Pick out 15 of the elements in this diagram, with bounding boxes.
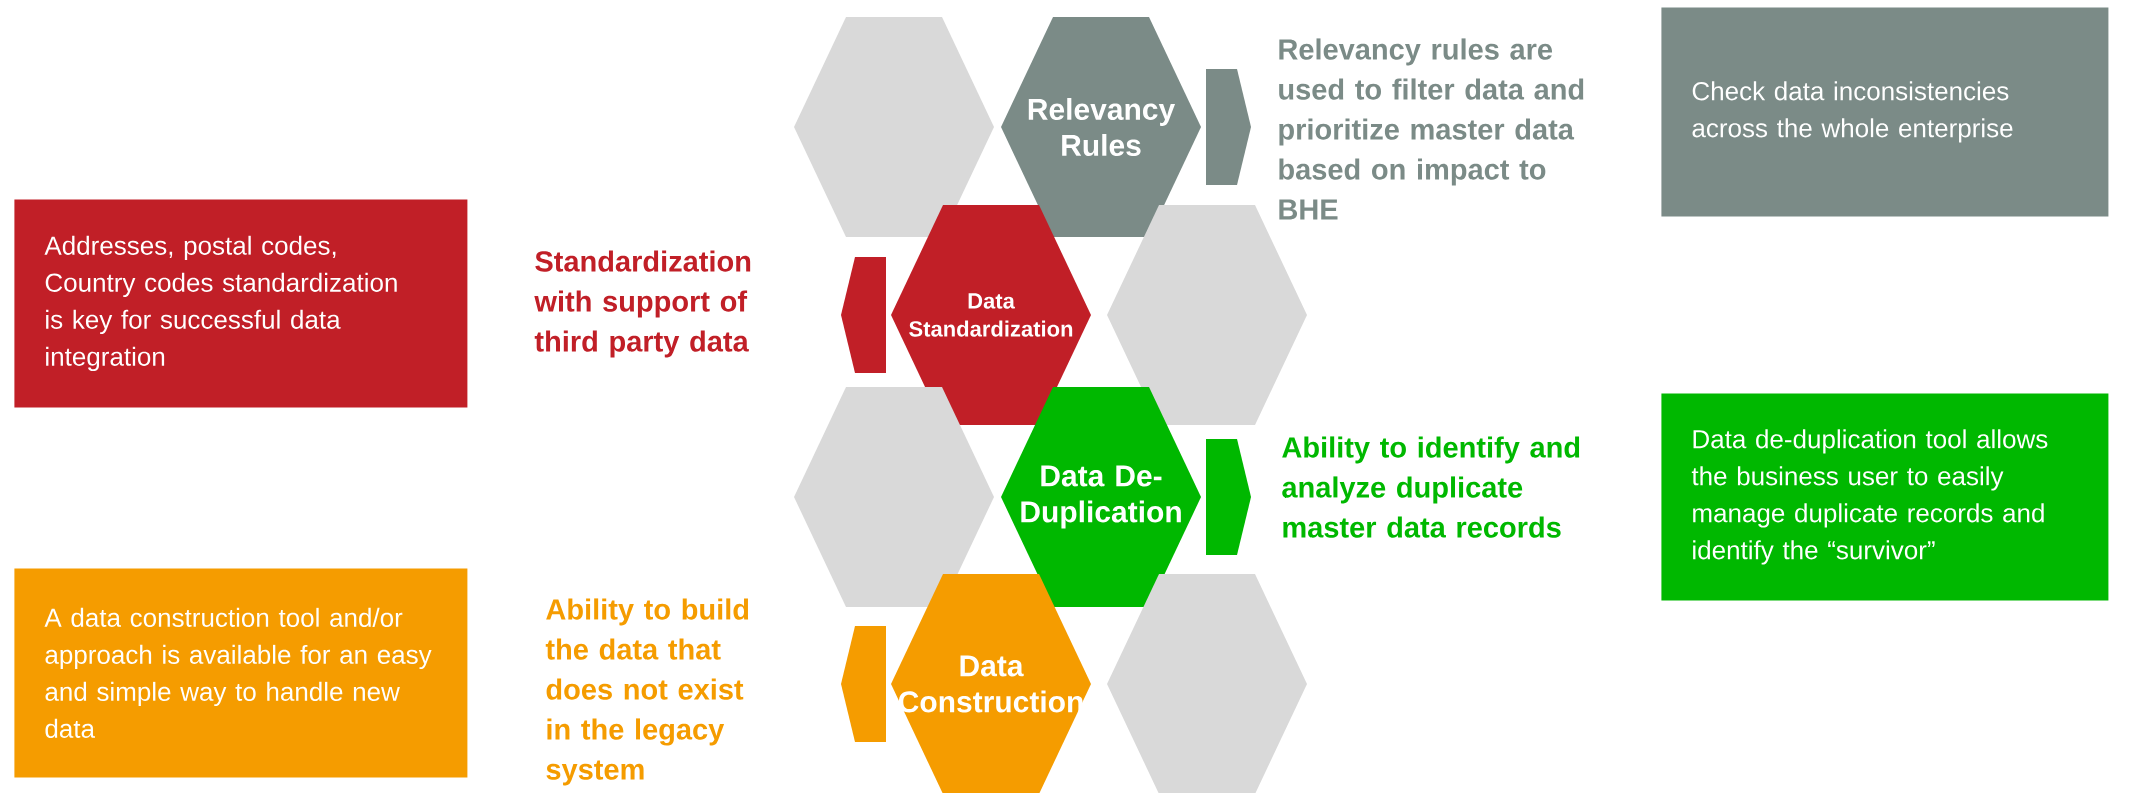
hexagon-label: Data Standardization: [841, 205, 1091, 425]
callout-text: Standardization with support of third party data: [534, 250, 751, 358]
hexagon-label: Relevancy Rules: [1001, 17, 1251, 237]
callout-text: Ability to build the data that does not exist in the legacy system: [545, 598, 749, 786]
hexagon: [794, 387, 994, 607]
description-box: A data construction tool and/or approach is available for an easy and simple way to handle new data: [14, 568, 468, 778]
description-box: Addresses, postal codes, Country codes standardization is key for successful data integration: [14, 199, 468, 408]
callout-text: Ability to identify and analyze duplicate master data records: [1282, 436, 1580, 538]
hexagon-label: Data Construction: [841, 574, 1091, 793]
hexagon: [794, 17, 994, 237]
callout-text: Relevancy rules are used to filter data and prioritize master data based on impact to BHE: [1279, 38, 1584, 220]
description-box: Check data inconsistencies across the whole enterprise: [1661, 7, 2109, 217]
hexagon-label: Data De-Duplication: [1001, 387, 1251, 607]
description-box: Data de-duplication tool allows the business user to easily manage duplicate records and identify the “survivor”: [1661, 393, 2109, 601]
hexagon: [1107, 574, 1307, 793]
